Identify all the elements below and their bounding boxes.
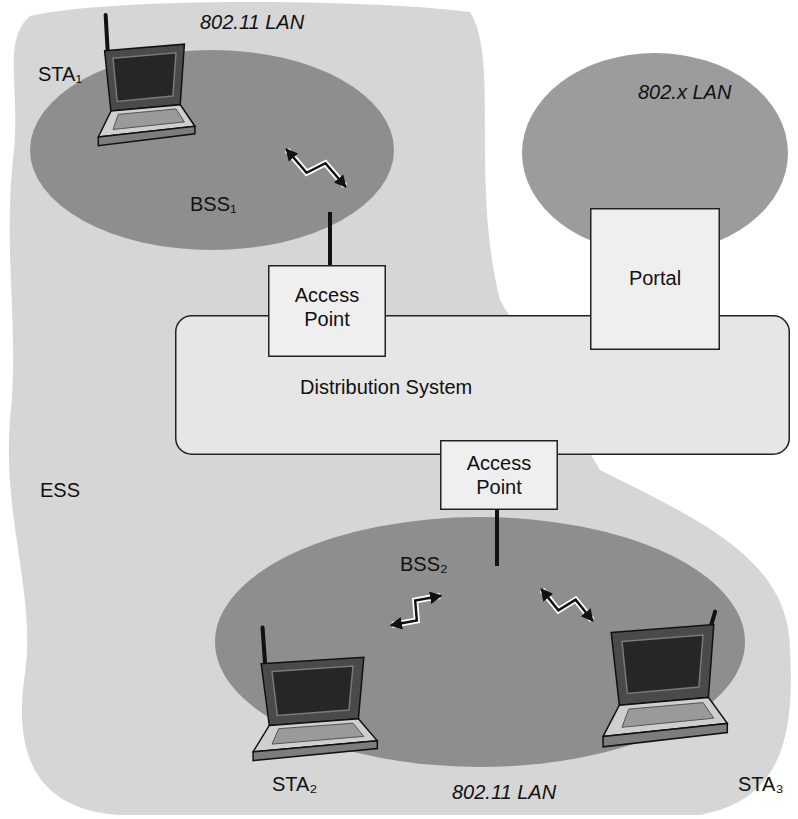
- wireless-link: [287, 150, 345, 186]
- laptop-lid: [611, 625, 714, 706]
- station-label: STA₂: [272, 772, 317, 796]
- ap-antenna: [495, 505, 499, 566]
- network-label: 802.11 LAN: [200, 10, 304, 34]
- node-label: Access Point: [282, 283, 372, 331]
- laptop-keyboard: [113, 109, 184, 130]
- device-rect: [591, 209, 720, 350]
- station: STA₂: [238, 630, 388, 800]
- laptop-screen: [272, 666, 353, 716]
- device-rect: [441, 441, 558, 510]
- laptop-lid: [105, 44, 185, 111]
- system-rect: [176, 316, 790, 455]
- device-box: Access Point: [268, 265, 386, 357]
- lan-area: BSS₂802.11 LANSTA₂STA₃: [212, 510, 752, 775]
- device-box: Portal: [590, 208, 720, 350]
- laptop-keyboard: [272, 723, 364, 744]
- ap-antenna: [328, 212, 332, 268]
- station-label: STA₃: [738, 772, 784, 796]
- station: STA₃: [590, 610, 790, 800]
- device-rect: [269, 266, 386, 357]
- antenna: [106, 15, 108, 53]
- lan-ellipse: [215, 517, 745, 767]
- wireless-halo: [287, 150, 345, 186]
- lan-ellipse: [30, 50, 394, 250]
- node-outline: [28, 8, 398, 258]
- wireless-halo: [392, 596, 440, 625]
- node-label: BSS₂: [400, 552, 448, 576]
- station: STA₁: [36, 8, 201, 153]
- node-outline: [440, 440, 558, 510]
- node-label: Distribution System: [300, 375, 472, 399]
- ess-outline: [9, 2, 791, 815]
- wireless-halo: [542, 590, 592, 620]
- node-label: Access Point: [454, 451, 544, 499]
- lan-area: 802.11 LAN BSS₁ STA₁: [28, 8, 398, 258]
- wireless-link: [392, 596, 440, 625]
- network-label: 802.x LAN: [638, 80, 731, 104]
- station-label: STA₁: [38, 62, 82, 86]
- antenna: [263, 628, 266, 667]
- node-label: Portal: [590, 266, 720, 290]
- node-label: ESS: [40, 478, 80, 502]
- node-label: BSS₁: [190, 192, 237, 216]
- wireless-link: [542, 590, 592, 620]
- node-outline: [590, 610, 790, 800]
- laptop-lid: [261, 657, 364, 725]
- laptop-screen: [622, 635, 703, 694]
- laptop-screen: [113, 53, 176, 102]
- laptop-keyboard: [622, 703, 714, 728]
- network-label: 802.11 LAN: [452, 780, 556, 804]
- device-box: Access Point: [440, 440, 558, 510]
